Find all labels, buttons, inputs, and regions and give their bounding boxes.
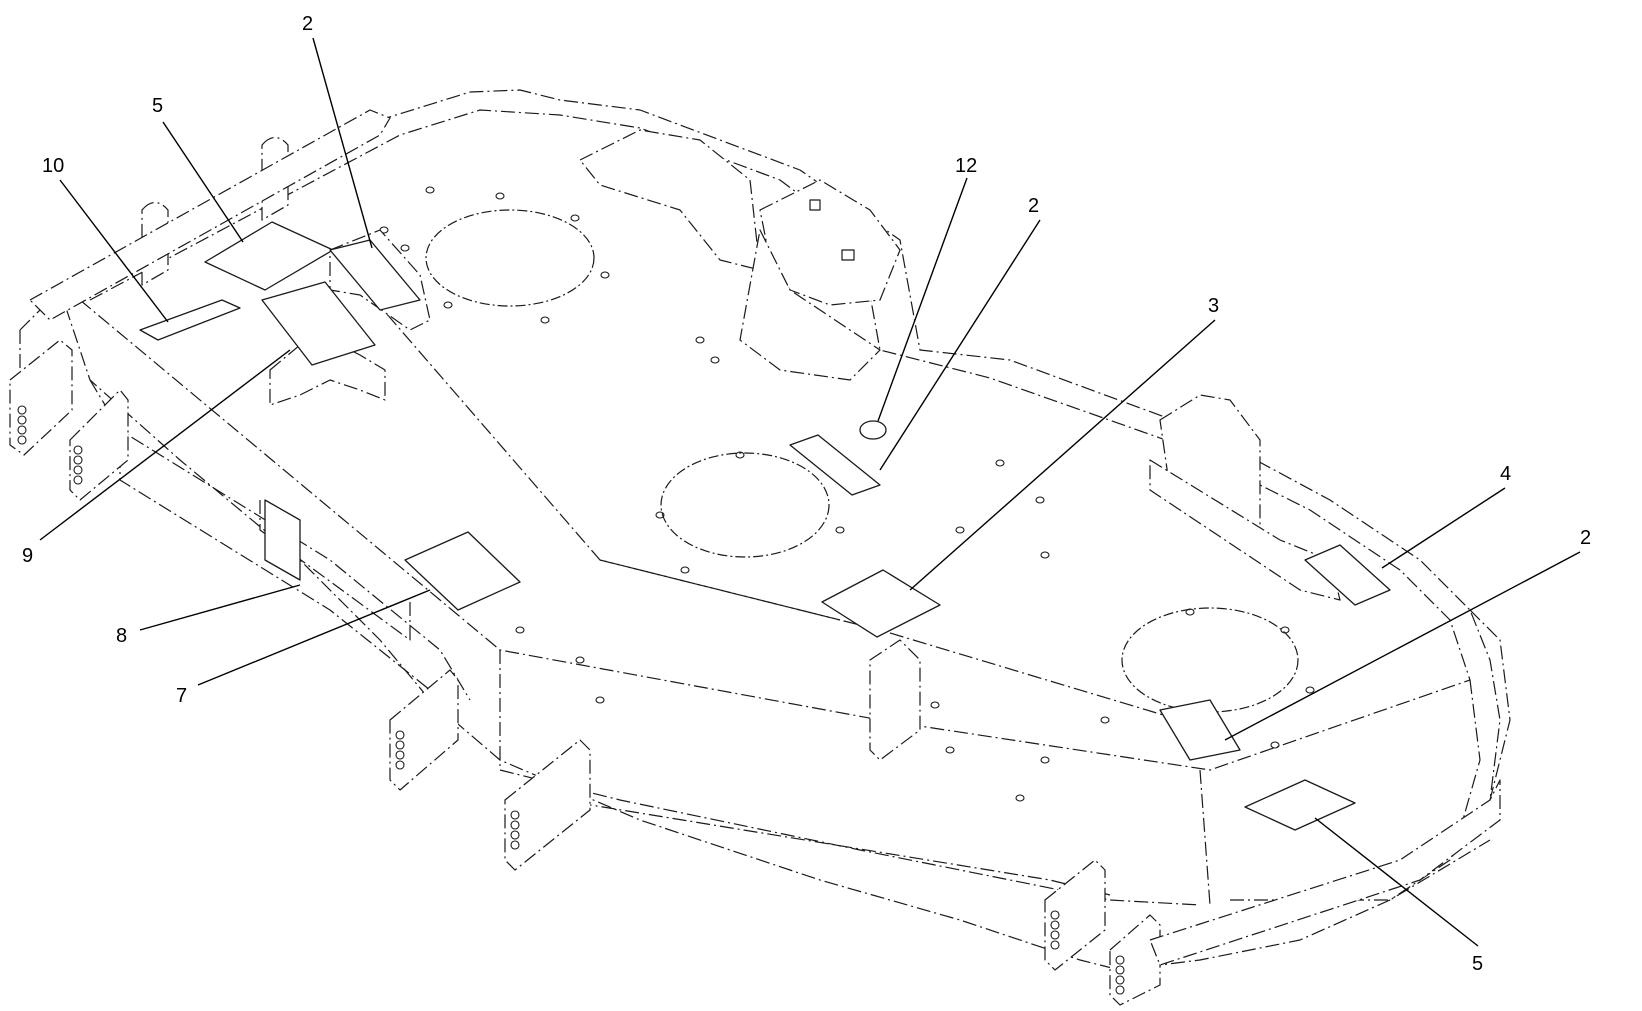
callout-labels: 2 5 10 12 2 3 4 2 9 8 7 5 <box>22 13 1591 975</box>
decal-4 <box>1304 544 1391 606</box>
callout-3: 3 <box>1208 295 1219 317</box>
callout-10: 10 <box>42 155 64 177</box>
decal-8 <box>264 499 301 581</box>
rear-left-rail <box>29 109 391 321</box>
leader-2-right <box>1224 551 1581 741</box>
decal-10 <box>139 299 241 341</box>
decal-5-front <box>1244 779 1356 831</box>
leader-lines <box>39 37 1581 947</box>
right-rear-rail <box>1149 459 1341 601</box>
callout-12: 12 <box>955 155 977 177</box>
callout-2-rear: 2 <box>302 13 313 35</box>
front-center-hanger <box>504 739 591 871</box>
callout-9: 9 <box>22 545 33 567</box>
callout-5-rear: 5 <box>152 95 163 117</box>
blade-opening-left <box>425 209 595 307</box>
leader-3 <box>909 319 1216 591</box>
blade-opening-center <box>660 452 830 558</box>
decal-2-center <box>789 434 881 496</box>
callout-2-center: 2 <box>1028 195 1039 217</box>
leader-9 <box>39 349 291 541</box>
decal-3 <box>821 569 941 638</box>
decal-2-right <box>1159 699 1241 761</box>
leader-12 <box>877 177 968 422</box>
callout-2-right: 2 <box>1580 527 1591 549</box>
center-strut <box>739 229 881 381</box>
callout-8: 8 <box>116 625 127 647</box>
leader-5-front <box>1314 817 1479 947</box>
leader-7 <box>197 589 431 686</box>
blade-opening-right <box>1121 607 1299 713</box>
front-center-bracket <box>869 639 921 761</box>
decal-7 <box>404 531 521 611</box>
rear-center-bracket <box>579 129 761 271</box>
leader-8 <box>139 584 301 631</box>
callout-4: 4 <box>1500 463 1511 485</box>
decal-5-rear <box>204 221 334 291</box>
front-right-bumper <box>1149 779 1501 966</box>
deck-brackets <box>9 109 1501 1006</box>
callout-7: 7 <box>176 685 187 707</box>
left-hanger-2 <box>69 389 129 501</box>
callout-5-front: 5 <box>1472 953 1483 975</box>
decal-12 <box>859 420 887 440</box>
decal-2-rear <box>329 239 421 311</box>
front-left-hanger <box>389 669 459 791</box>
decals <box>139 221 1391 831</box>
mounting-holes <box>379 186 1315 802</box>
leader-5-rear <box>162 121 244 243</box>
decal-9 <box>261 281 376 366</box>
left-rear-hanger <box>9 339 73 456</box>
leader-10 <box>59 179 169 323</box>
right-rear-upright <box>1159 394 1261 551</box>
front-right-hanger-2 <box>1109 914 1161 1006</box>
leader-4 <box>1381 487 1506 569</box>
leader-2-center <box>879 219 1041 471</box>
front-right-hanger <box>1044 859 1106 971</box>
leader-2-rear <box>312 37 373 249</box>
